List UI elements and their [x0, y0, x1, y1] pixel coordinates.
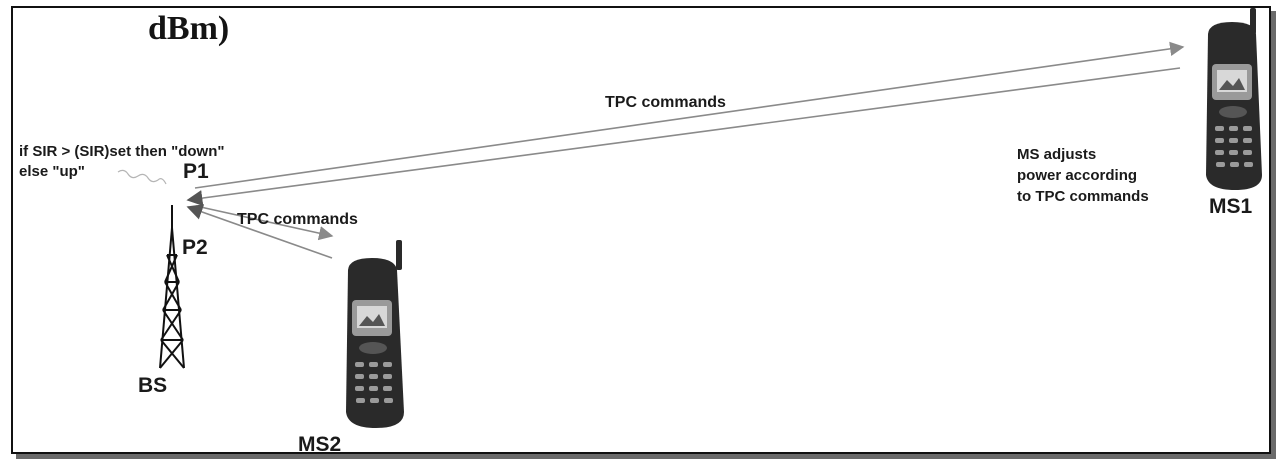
rule-line-2: else "up" — [19, 163, 85, 180]
tower-icon — [159, 205, 185, 369]
ms2-label: MS2 — [298, 433, 342, 456]
power-control-rule: if SIR > (SIR)set then "down" else "up" — [19, 142, 224, 182]
arrow-ms2-to-bs — [186, 204, 333, 259]
ms-adjust-line-2: power according — [1017, 167, 1138, 184]
bs-label: BS — [138, 374, 168, 397]
ms-adjust-line-3: to TPC commands — [1017, 188, 1149, 205]
slide-frame — [11, 6, 1271, 454]
rule-line-1: if SIR > (SIR)set then "down" — [19, 143, 225, 160]
ms-adjust-line-1: MS adjusts — [1017, 146, 1097, 163]
heading-fragment: dBm) — [148, 10, 230, 47]
ms-adjust-note: MS adjusts power according to TPC comman… — [1017, 144, 1149, 207]
port-p1-label: P1 — [183, 160, 209, 183]
arrow-bs-to-ms2 — [195, 205, 334, 241]
tpc-commands-label-ms1: TPC commands — [605, 94, 726, 111]
port-p2-label: P2 — [182, 236, 208, 259]
phone-ms1-icon — [1206, 8, 1262, 190]
phone-ms2-icon — [346, 240, 404, 428]
arrow-ms1-to-bs — [186, 67, 1181, 207]
arrow-bs-to-ms1 — [194, 41, 1185, 189]
thought-squiggle — [117, 169, 167, 185]
ms1-label: MS1 — [1209, 195, 1253, 218]
tpc-commands-label-ms2: TPC commands — [237, 211, 358, 228]
